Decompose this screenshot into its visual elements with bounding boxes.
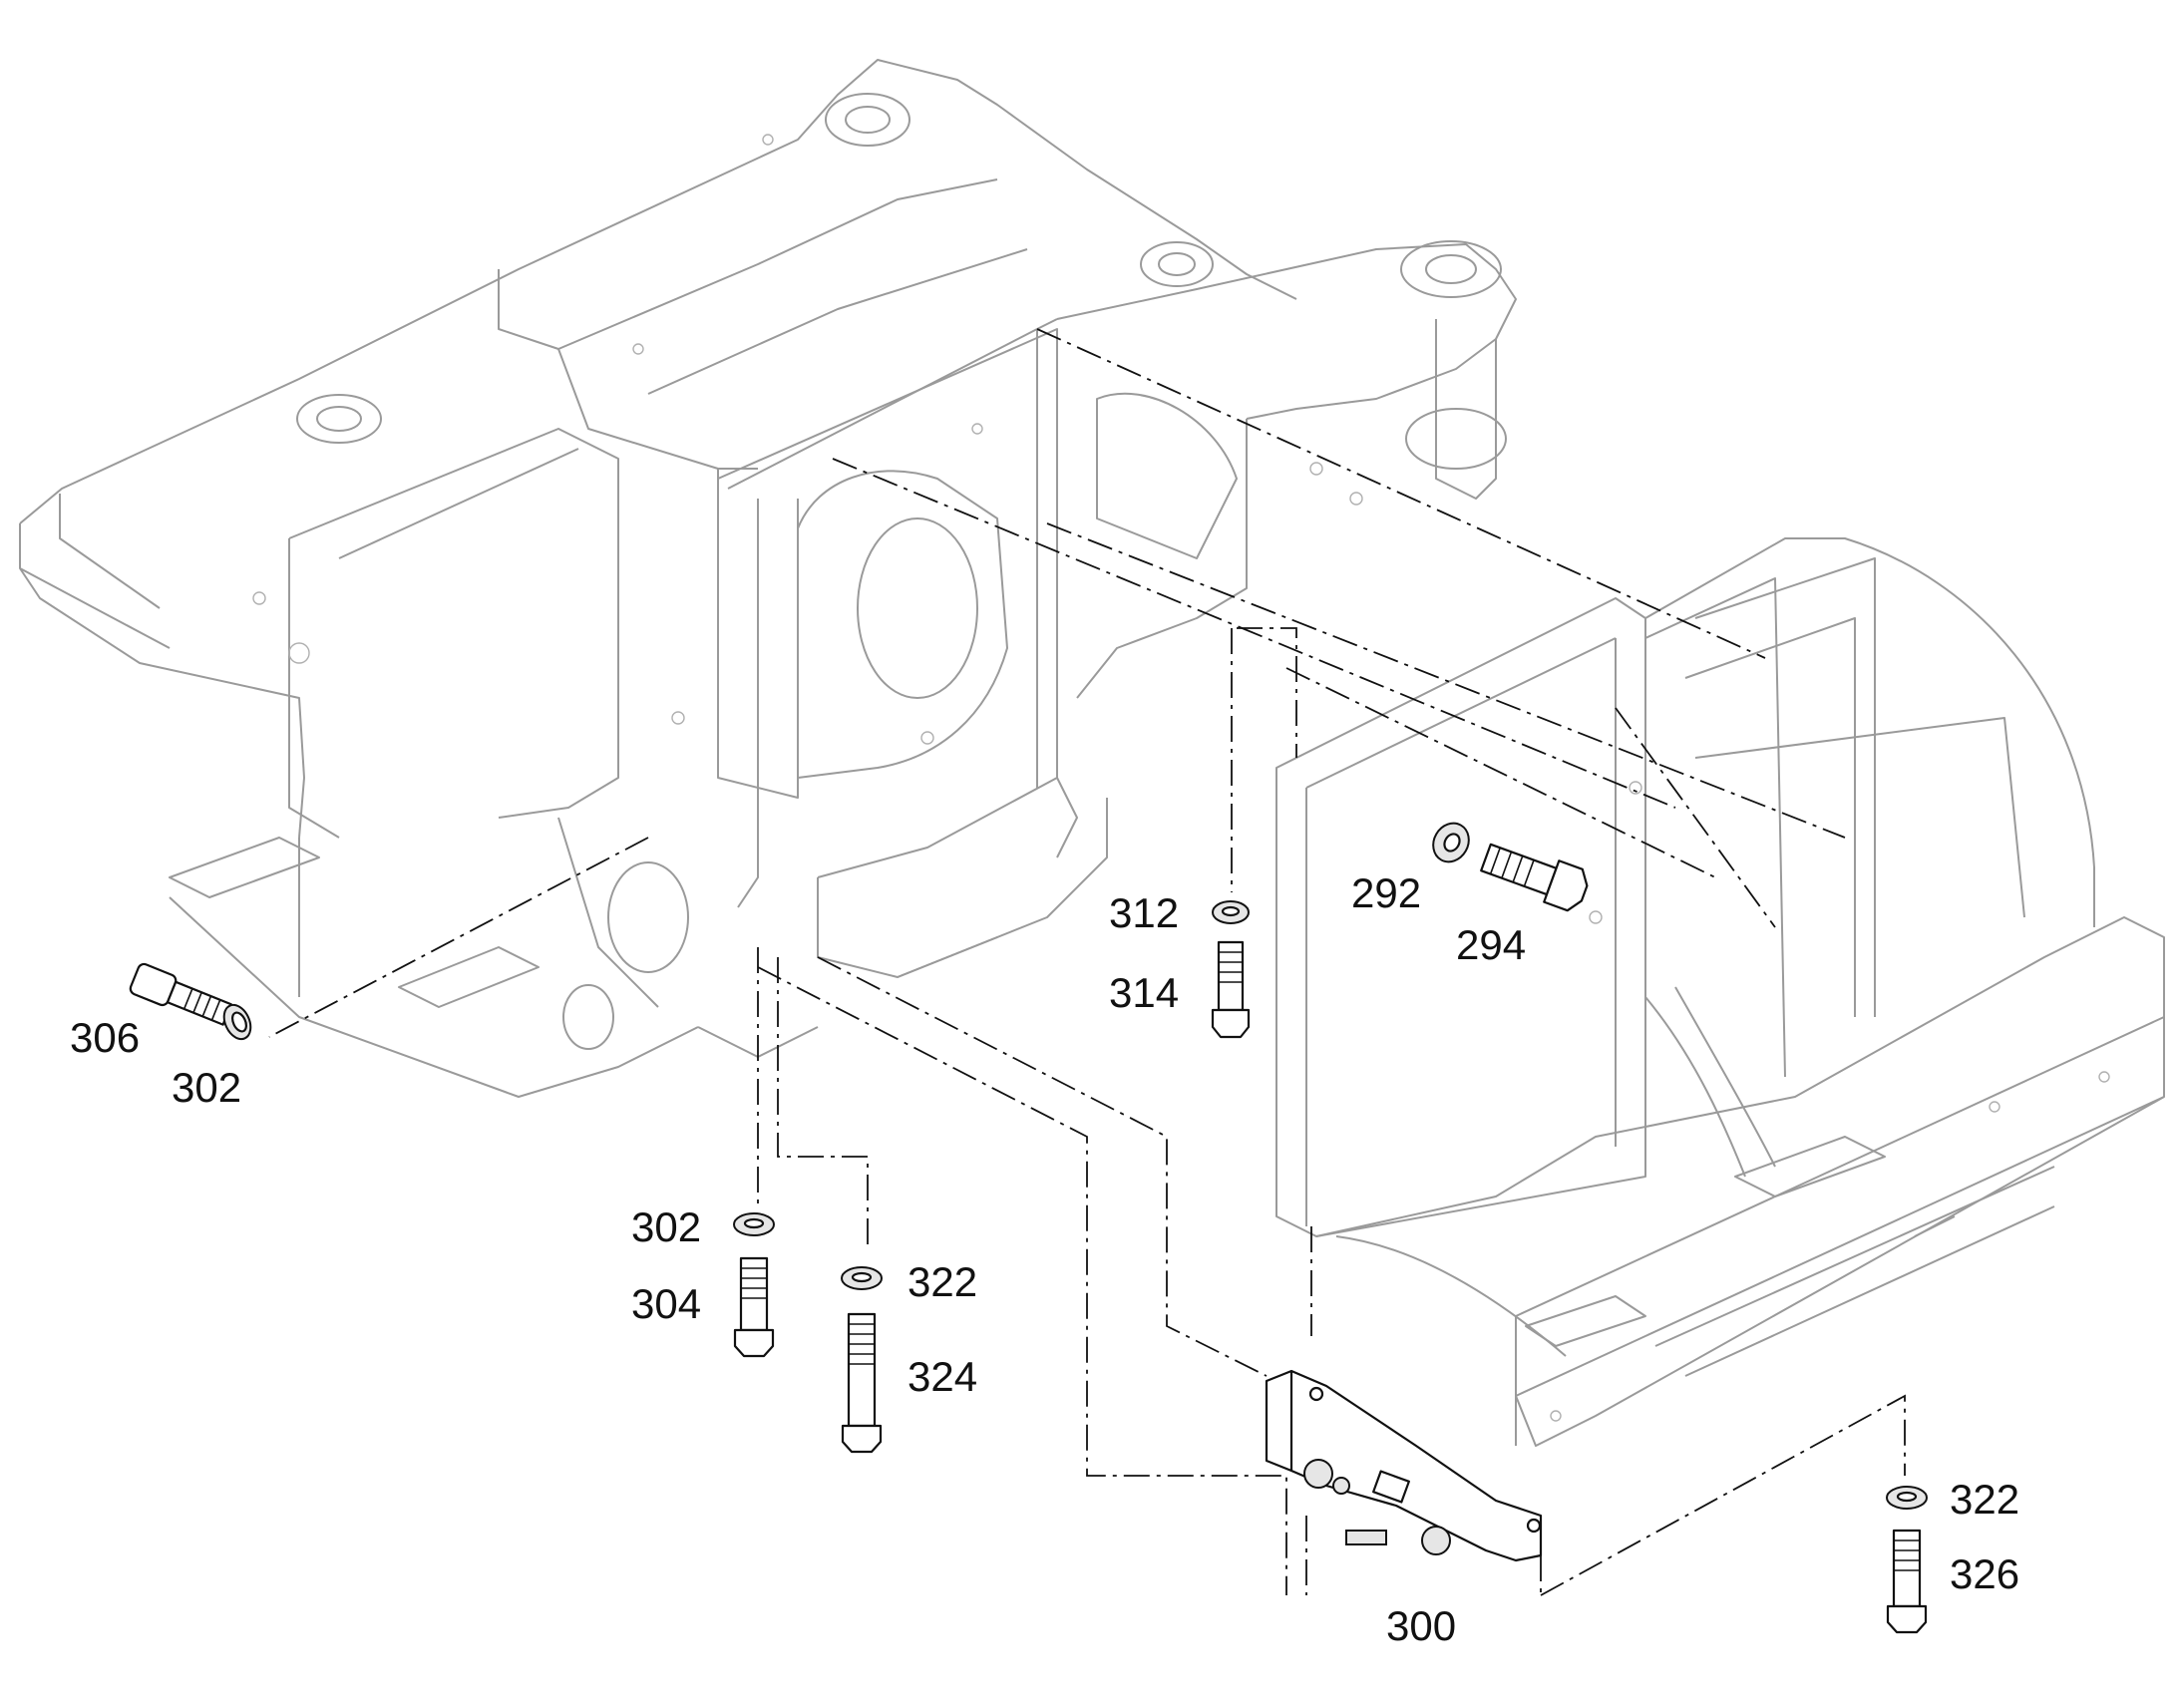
bolt-314-icon — [1211, 940, 1251, 1039]
washer-302-left-icon — [222, 1003, 252, 1041]
washer-312-icon — [1212, 900, 1250, 924]
callout-326: 326 — [1950, 1550, 2019, 1597]
callout-322-middle: 322 — [908, 1258, 977, 1305]
washer-322-middle-icon — [841, 1266, 883, 1290]
callout-304: 304 — [631, 1280, 701, 1327]
callout-312: 312 — [1109, 889, 1179, 936]
cab-support-frame — [1275, 537, 2165, 1447]
bolt-326-icon — [1886, 1529, 1928, 1634]
callout-302-left: 302 — [172, 1064, 241, 1111]
main-frame — [19, 59, 1517, 1098]
washer-302-bottom-icon — [733, 1212, 775, 1236]
callout-314: 314 — [1109, 969, 1179, 1016]
callout-292: 292 — [1351, 869, 1421, 916]
callout-322-right: 322 — [1950, 1476, 2019, 1523]
callout-324: 324 — [908, 1353, 977, 1400]
bolt-294-icon — [1480, 843, 1589, 912]
bolt-324-icon — [841, 1312, 883, 1454]
callout-306: 306 — [70, 1014, 140, 1061]
washer-292-icon — [1432, 822, 1470, 863]
bolt-304-icon — [733, 1256, 775, 1358]
bolt-306-icon — [129, 962, 232, 1026]
callout-302-bottom: 302 — [631, 1203, 701, 1250]
callout-294: 294 — [1456, 921, 1526, 968]
assembly-leader-lines — [268, 328, 1906, 1596]
callout-300: 300 — [1386, 1602, 1456, 1649]
washer-322-right-icon — [1886, 1486, 1928, 1510]
bracket-300-icon — [1265, 1369, 1543, 1562]
